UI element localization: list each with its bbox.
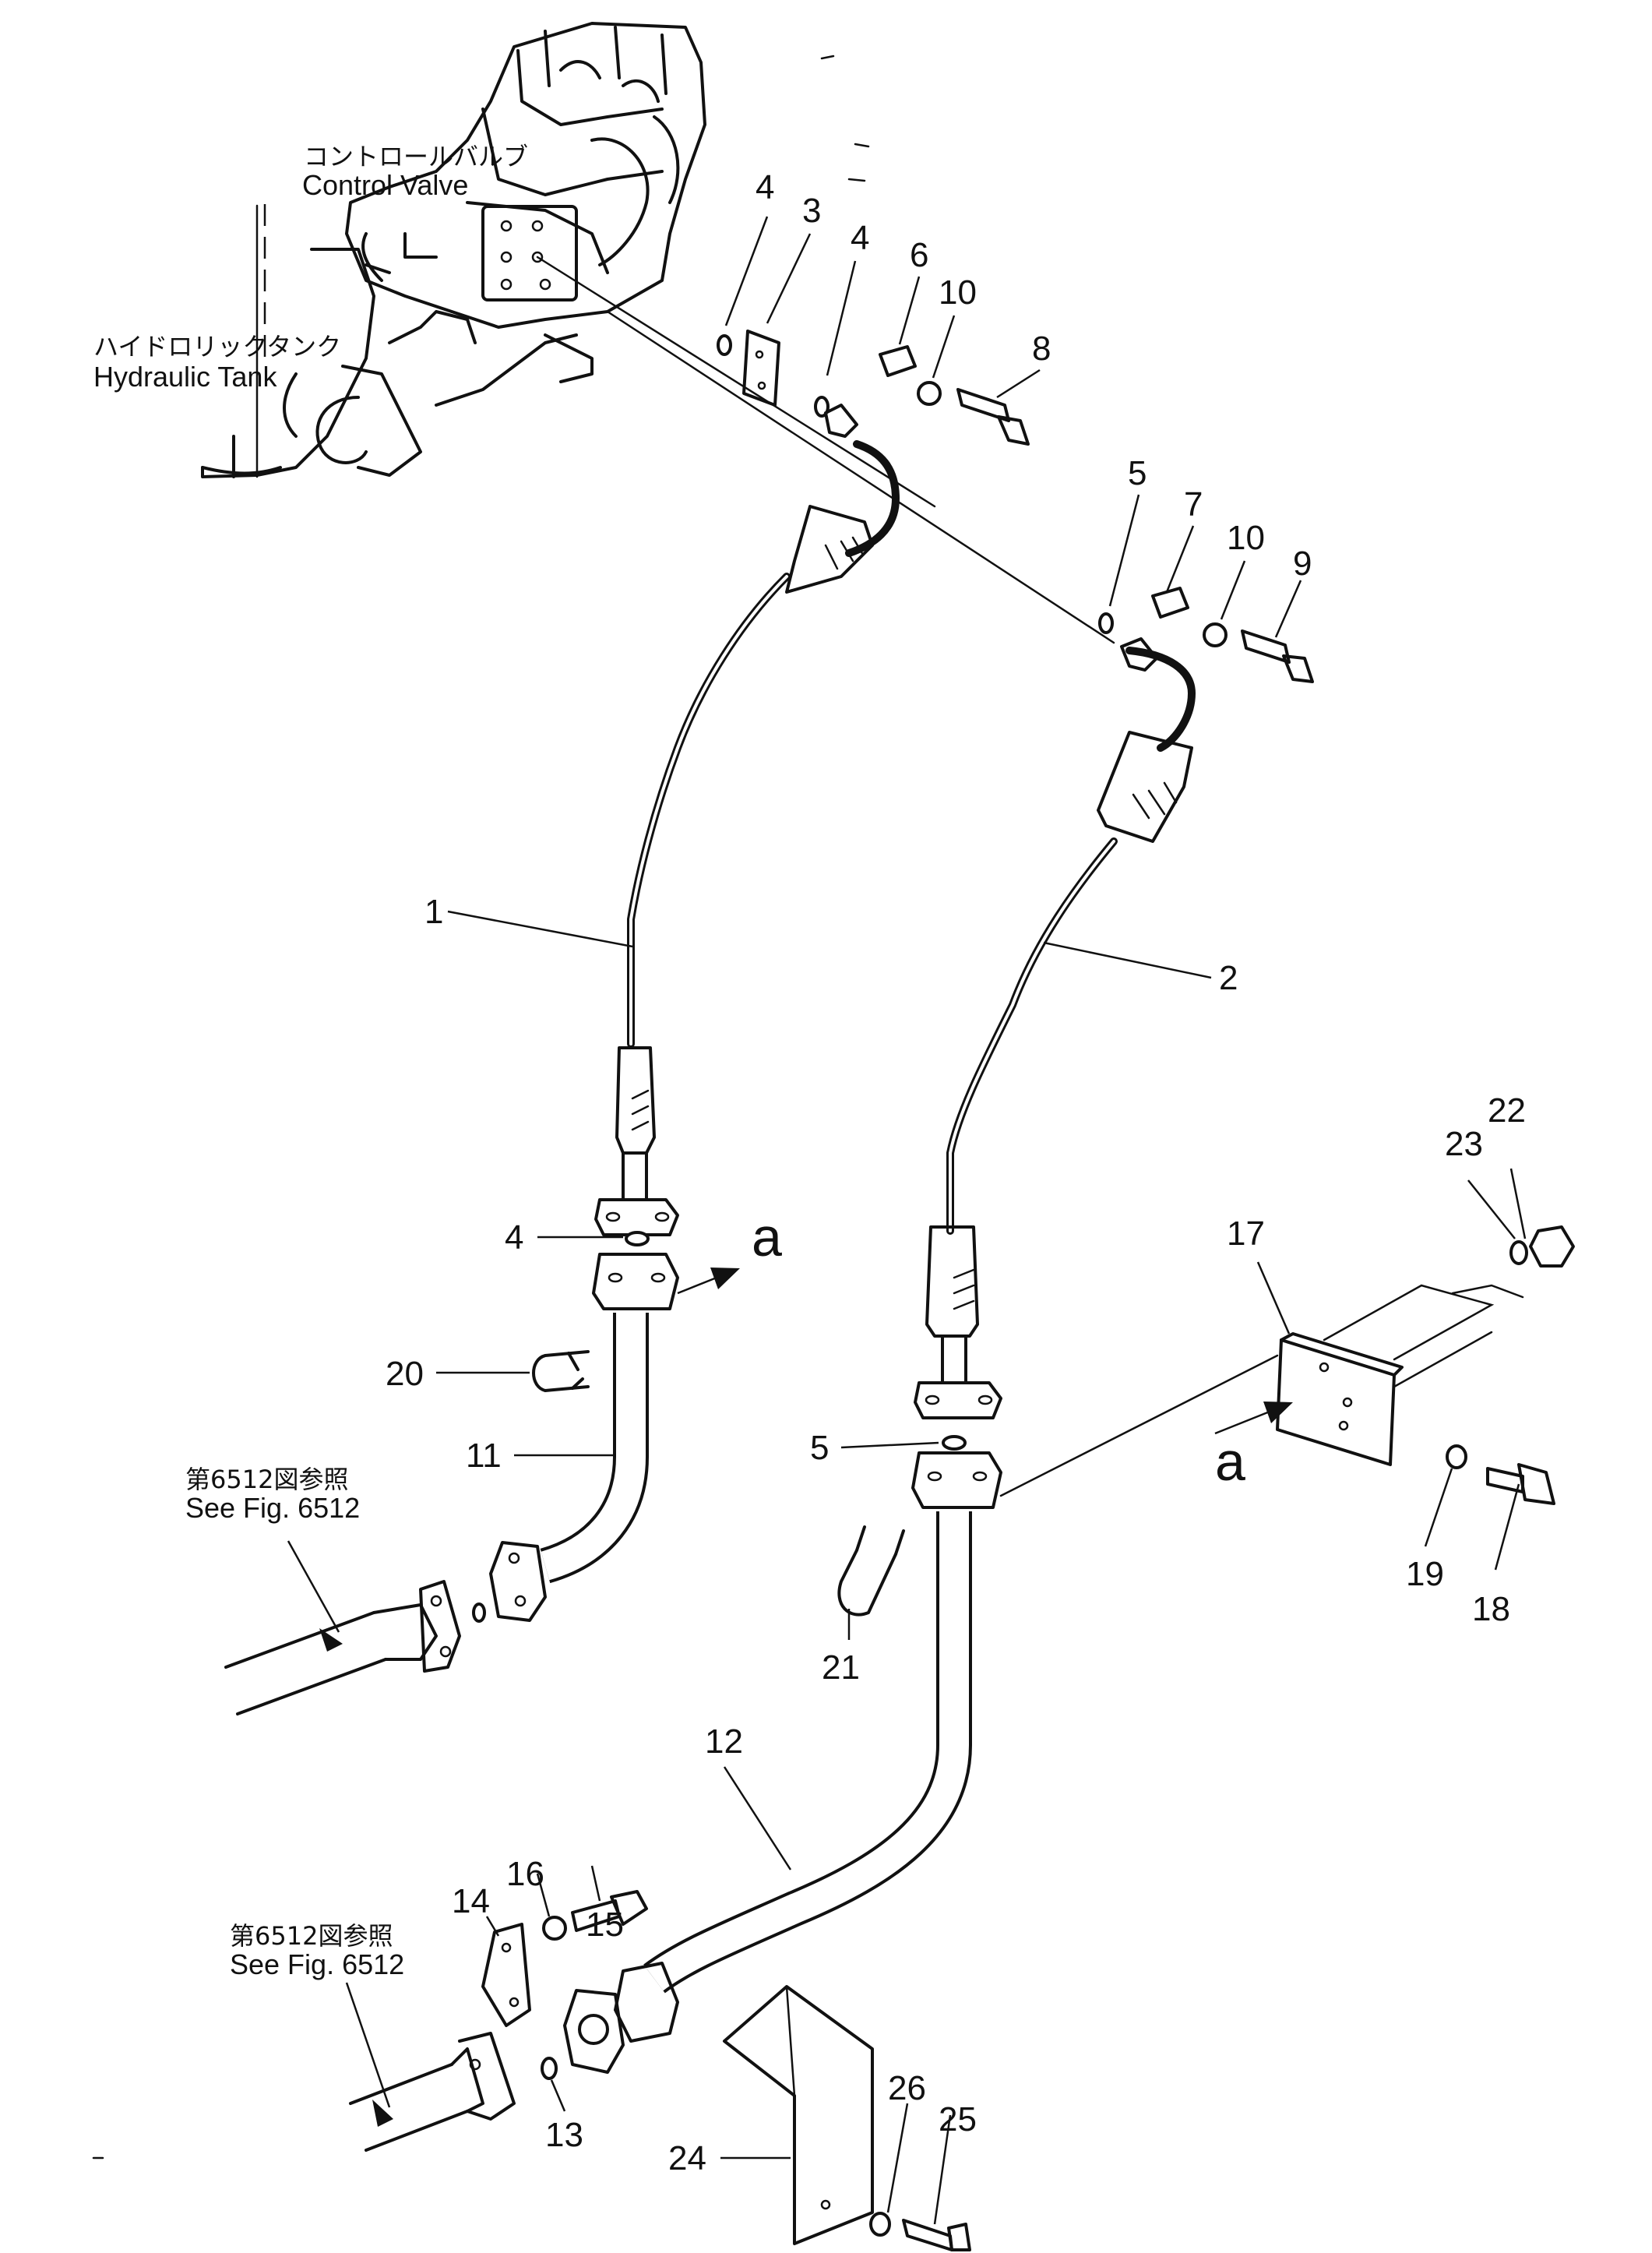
bracket-17	[999, 1225, 1575, 1505]
arrow-head-fig1	[319, 1628, 343, 1652]
washer-10b	[1203, 622, 1228, 647]
arrow-head-a1	[710, 1268, 740, 1289]
control-valve-drawing	[345, 22, 706, 329]
cover-24	[723, 1985, 971, 2251]
callout-10: 10	[939, 273, 977, 312]
callout-23: 23	[1445, 1125, 1483, 1163]
callout-7: 7	[1184, 485, 1203, 524]
hose-1	[594, 440, 900, 1236]
view-arrows	[319, 1268, 1293, 2127]
callout-4: 4	[756, 168, 774, 206]
o-ring-13	[541, 2057, 558, 2080]
callout-10: 10	[1227, 519, 1265, 557]
callout-9: 9	[1293, 545, 1312, 583]
callout-17: 17	[1227, 1215, 1265, 1253]
callout-12: 12	[705, 1722, 743, 1761]
callout-11: 11	[466, 1437, 502, 1475]
callout-4: 4	[505, 1218, 523, 1257]
diagram-text: コントロールバルブ Control Valve ハイドロリックタンク Hydra…	[93, 142, 1526, 2177]
o-ring-4c	[625, 1231, 650, 1246]
callout-5: 5	[1128, 454, 1147, 492]
reference-pipe-upper	[224, 1580, 486, 1715]
callout-3: 3	[802, 192, 821, 230]
see-fig-label-en-2: See Fig. 6512	[230, 1948, 404, 1980]
callout-1: 1	[424, 893, 443, 931]
hydraulic-tank-label-en: Hydraulic Tank	[93, 361, 277, 393]
bolt-25-head	[947, 2223, 971, 2251]
clamp-7	[1151, 587, 1189, 619]
nut-22	[1529, 1225, 1575, 1268]
callout-21: 21	[822, 1648, 860, 1687]
see-fig-label-jp-1: 第6512図参照	[185, 1465, 348, 1494]
pipe-12	[563, 1451, 1002, 2074]
control-valve-label-jp: コントロールバルブ	[304, 142, 528, 171]
callout-19: 19	[1406, 1555, 1444, 1593]
arrow-head-fig2	[372, 2100, 393, 2127]
callout-15: 15	[586, 1906, 624, 1944]
callout-24: 24	[668, 2139, 706, 2177]
split-flange-14	[481, 1923, 531, 2027]
callout-20: 20	[386, 1355, 424, 1393]
view-a-label-2: a	[1215, 1431, 1245, 1492]
o-ring-5b	[942, 1435, 967, 1451]
callout-4: 4	[851, 219, 869, 257]
callout-22: 22	[1488, 1091, 1526, 1130]
callout-25: 25	[939, 2100, 977, 2138]
o-ring-4b	[814, 396, 830, 418]
split-flange-3	[742, 330, 780, 407]
u-bolt-21	[837, 1525, 905, 1617]
o-ring-5a	[1098, 612, 1114, 634]
callout-14: 14	[452, 1882, 490, 1920]
control-valve-label-en: Control Valve	[302, 169, 468, 201]
hydraulic-tank-drawing	[201, 204, 594, 478]
callout-18: 18	[1472, 1590, 1510, 1628]
callout-26: 26	[888, 2069, 926, 2107]
reference-pipe-lower	[349, 2032, 516, 2152]
washer-19	[1446, 1444, 1467, 1469]
bolt-8-head	[997, 415, 1030, 446]
view-a-label-1: a	[752, 1207, 782, 1268]
arrow-head-a2	[1263, 1402, 1293, 1423]
bolt-8-shank	[956, 388, 1010, 422]
clamp-6	[879, 345, 917, 377]
callout-13: 13	[545, 2116, 583, 2154]
see-fig-label-jp-2: 第6512図参照	[230, 1921, 393, 1951]
pipe-11	[489, 1253, 679, 1622]
washer-23	[1509, 1240, 1528, 1265]
callout-2: 2	[1219, 959, 1238, 997]
callout-6: 6	[910, 236, 928, 274]
bolt-18-head	[1517, 1463, 1555, 1505]
bolt-15-head	[610, 1890, 648, 1926]
washer-16	[542, 1916, 567, 1941]
hose-2	[914, 647, 1196, 1419]
bolt-25-shank	[902, 2219, 953, 2251]
hydraulic-tank-label-jp: ハイドロリックタンク	[93, 332, 341, 361]
lower-fittings	[481, 1890, 648, 2080]
bolt-9-head	[1282, 654, 1314, 683]
washer-26	[869, 2212, 891, 2237]
see-fig-label-en-1: See Fig. 6512	[185, 1492, 360, 1524]
washer-10a	[917, 381, 942, 406]
leader-lines	[287, 216, 1527, 2225]
callout-16: 16	[506, 1855, 544, 1893]
callout-5: 5	[810, 1429, 829, 1467]
upper-fittings	[536, 256, 1314, 683]
callout-8: 8	[1032, 330, 1051, 368]
stray-marks	[92, 55, 870, 2160]
bolt-9-shank	[1241, 629, 1291, 664]
o-ring-4a	[717, 334, 732, 356]
u-bolt-20	[532, 1350, 590, 1392]
